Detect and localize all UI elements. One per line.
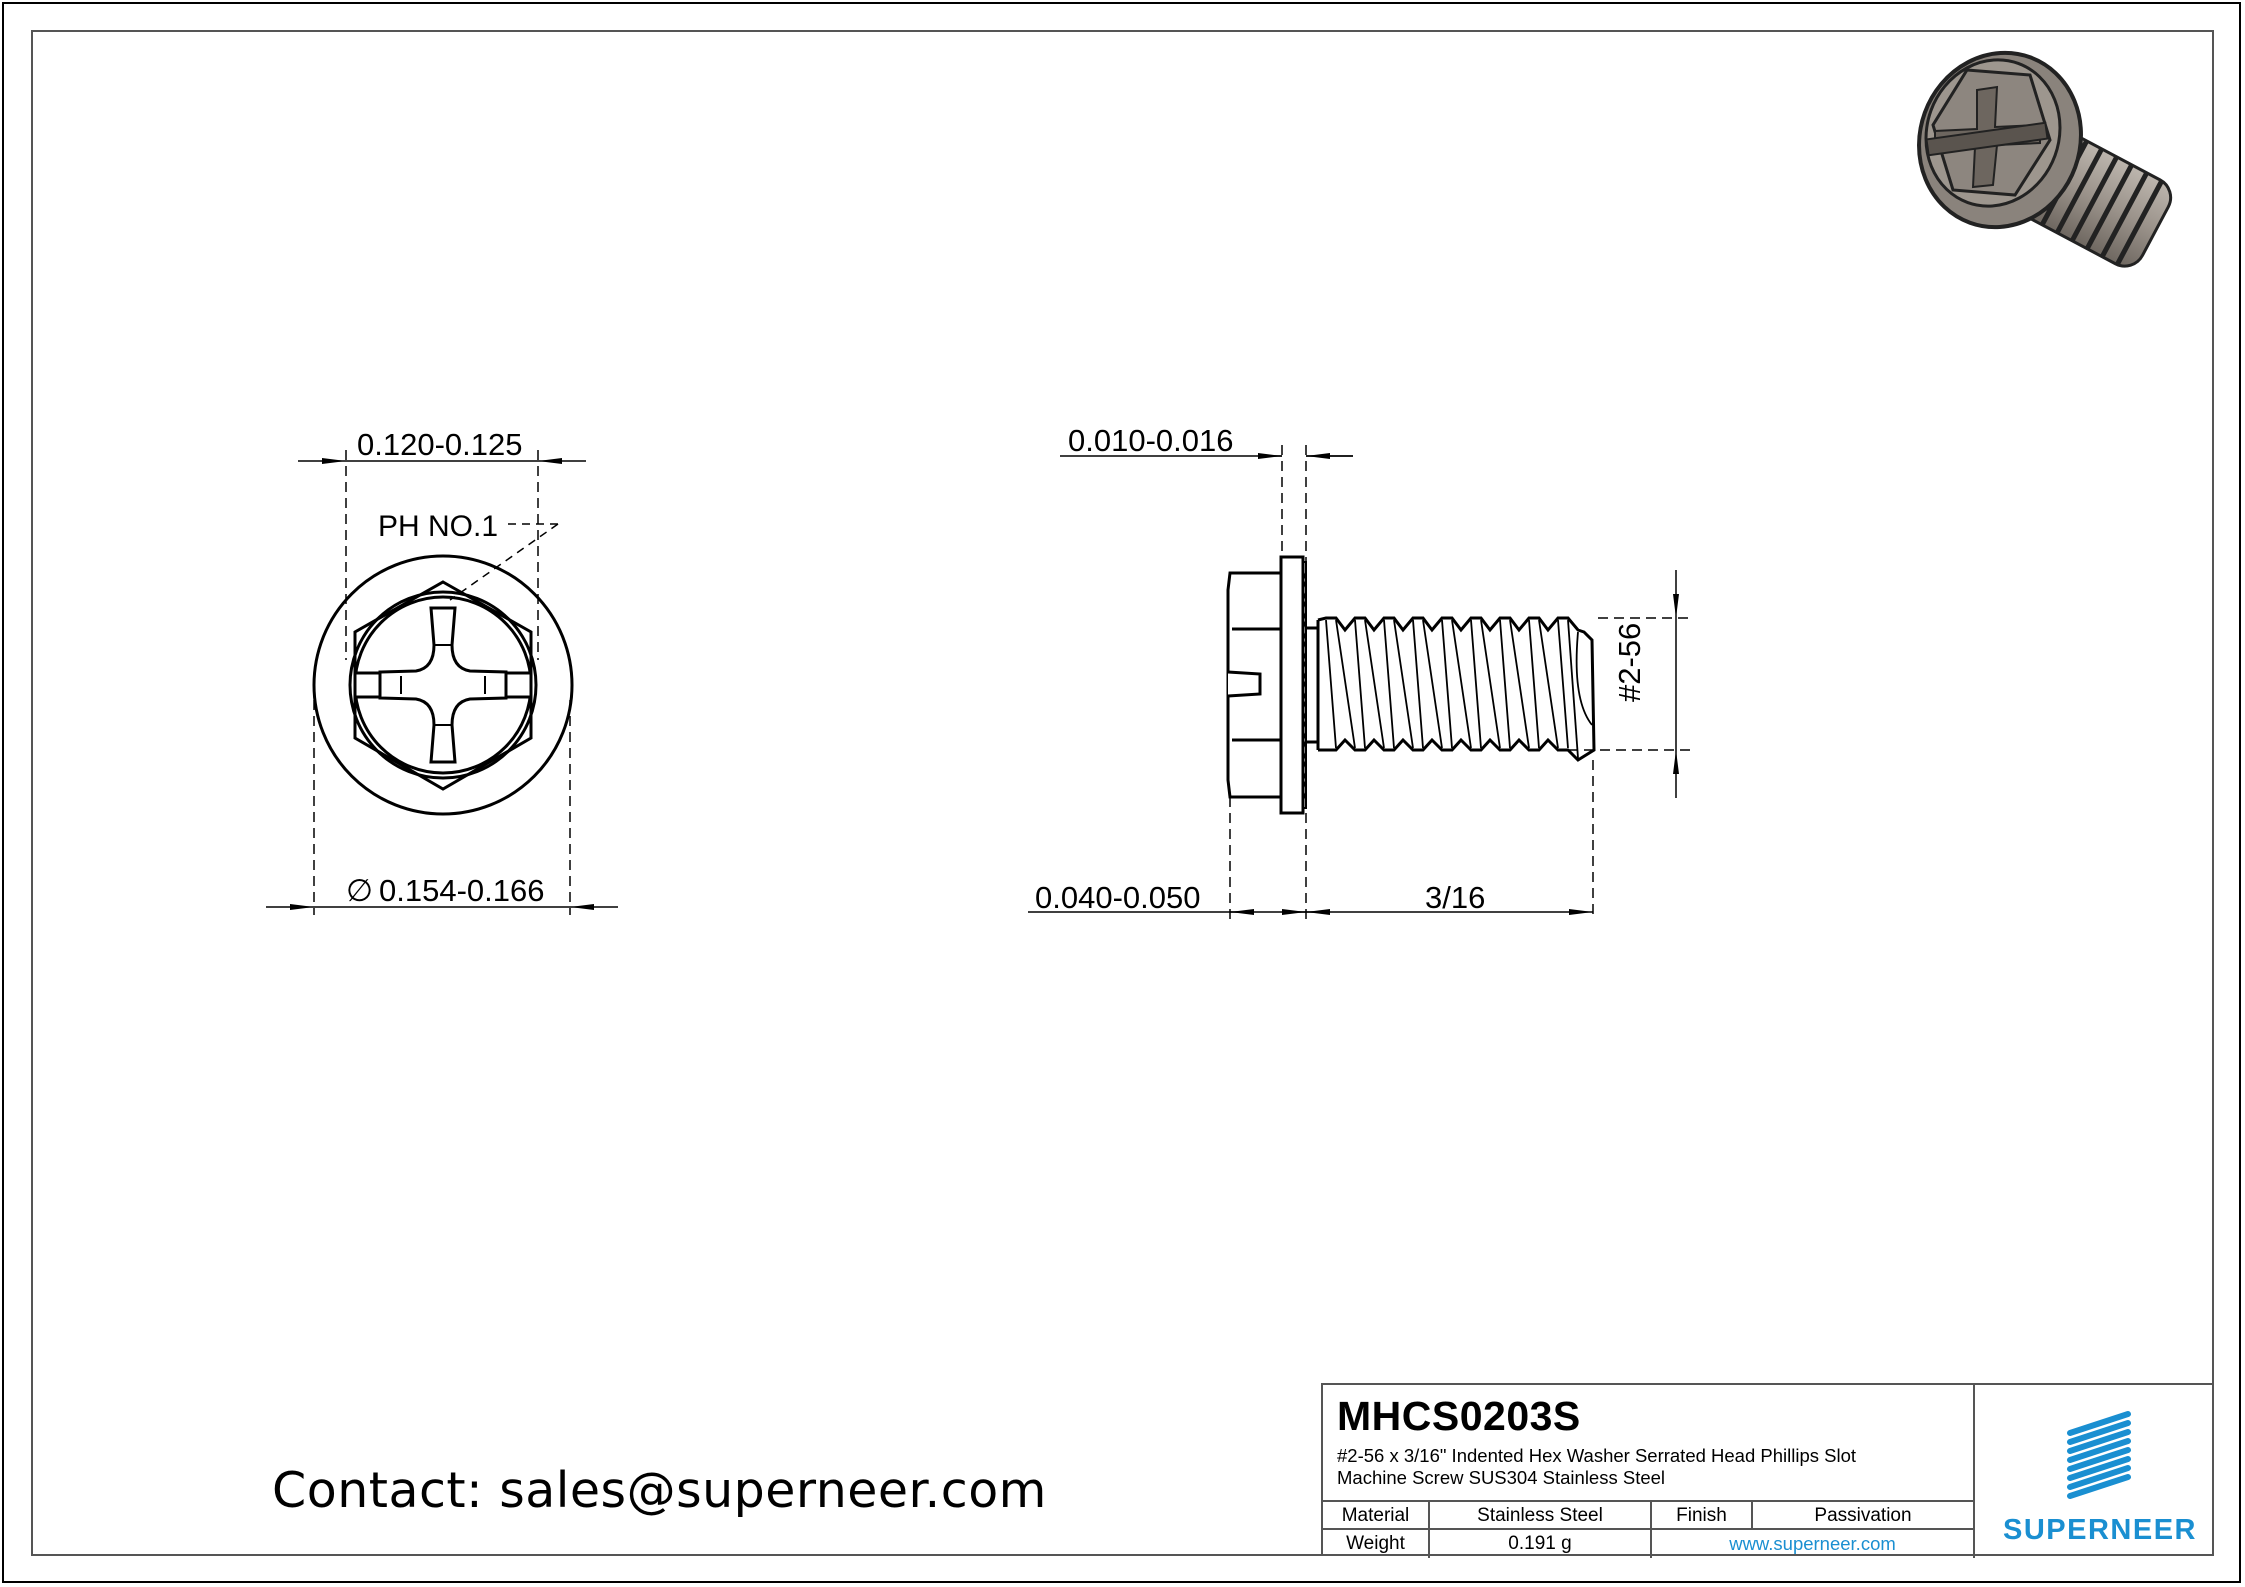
material-value: Stainless Steel <box>1430 1502 1652 1529</box>
material-finish-row: Material Stainless Steel Finish Passivat… <box>1323 1500 1975 1529</box>
diameter-symbol-icon: ∅ <box>346 873 374 908</box>
dim-recess-width: 0.120-0.125 <box>357 427 523 462</box>
superneer-logo-icon <box>2067 1411 2131 1499</box>
part-description-line1: #2-56 x 3/16" Indented Hex Washer Serrat… <box>1337 1445 1857 1466</box>
dim-drive-callout: PH NO.1 <box>378 510 499 543</box>
weight-value: 0.191 g <box>1430 1530 1652 1558</box>
contact-email[interactable]: Contact: sales@superneer.com <box>272 1462 1047 1519</box>
material-label: Material <box>1323 1502 1430 1529</box>
dim-thread-size: #2-56 <box>1612 622 1647 702</box>
front-view <box>312 554 574 816</box>
brand-name: SUPERNEER <box>2003 1514 2197 1546</box>
finish-label: Finish <box>1652 1502 1753 1529</box>
weight-row: Weight 0.191 g www.superneer.com <box>1323 1528 1975 1558</box>
dim-head-diameter-value: 0.154-0.166 <box>379 873 545 908</box>
drawing-frame <box>31 30 2214 1556</box>
website-link[interactable]: www.superneer.com <box>1729 1533 1896 1554</box>
dim-length: 3/16 <box>1425 880 1486 915</box>
brand-logo: SUPERNEER <box>1975 1385 2216 1558</box>
title-block-info: MHCS0203S #2-56 x 3/16" Indented Hex Was… <box>1323 1385 1975 1558</box>
isometric-screw-render <box>1917 50 2173 268</box>
side-view <box>1226 555 1596 815</box>
weight-label: Weight <box>1323 1530 1430 1558</box>
finish-value: Passivation <box>1814 1504 1912 1526</box>
part-number: MHCS0203S <box>1337 1393 1581 1439</box>
dim-head-diameter: ∅0.154-0.166 <box>346 875 545 906</box>
part-description: #2-56 x 3/16" Indented Hex Washer Serrat… <box>1337 1445 1967 1489</box>
dim-serration-height: 0.010-0.016 <box>1068 423 1234 458</box>
title-block: MHCS0203S #2-56 x 3/16" Indented Hex Was… <box>1321 1383 2216 1558</box>
dim-head-height: 0.040-0.050 <box>1035 880 1201 915</box>
part-description-line2: Machine Screw SUS304 Stainless Steel <box>1337 1467 1666 1488</box>
